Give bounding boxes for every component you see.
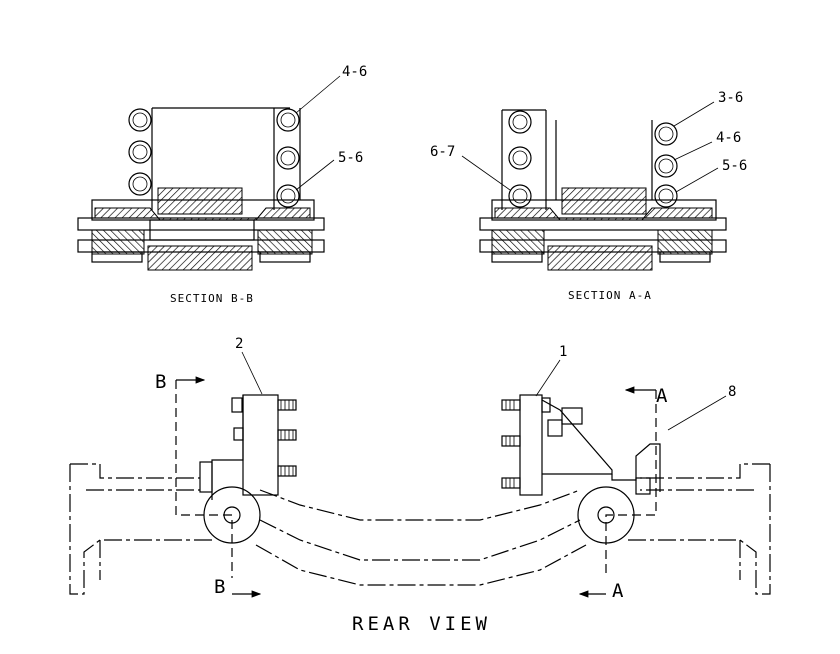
callout-b-top: 4-6 [342, 64, 367, 80]
callout-a-low: 5-6 [722, 158, 747, 174]
cut-marker-b-bottom: B [214, 576, 225, 598]
section-b-label: SECTION B-B [170, 292, 254, 305]
cut-marker-a-top: A [656, 385, 668, 407]
callout-part-2: 2 [235, 336, 243, 352]
callout-b-mid: 5-6 [338, 150, 363, 166]
callout-a-top: 3-6 [718, 90, 743, 106]
section-a-a-view [461, 101, 727, 271]
bolt-heads-right [276, 108, 300, 208]
bolt-heads-a-right [654, 122, 678, 208]
callout-part-1: 1 [559, 344, 567, 360]
rear-view-title: REAR VIEW [352, 613, 491, 635]
section-b-b-view [77, 75, 341, 271]
cut-marker-b-top: B [155, 371, 166, 393]
callout-a-left: 6-7 [430, 144, 455, 160]
cut-marker-a-bottom: A [612, 580, 624, 602]
bolt-heads-left [128, 108, 152, 196]
rear-view [69, 351, 771, 598]
callout-a-mid: 4-6 [716, 130, 741, 146]
bolt-heads-a-left [508, 110, 532, 208]
section-a-label: SECTION A-A [568, 289, 652, 302]
callout-part-8: 8 [728, 384, 736, 400]
